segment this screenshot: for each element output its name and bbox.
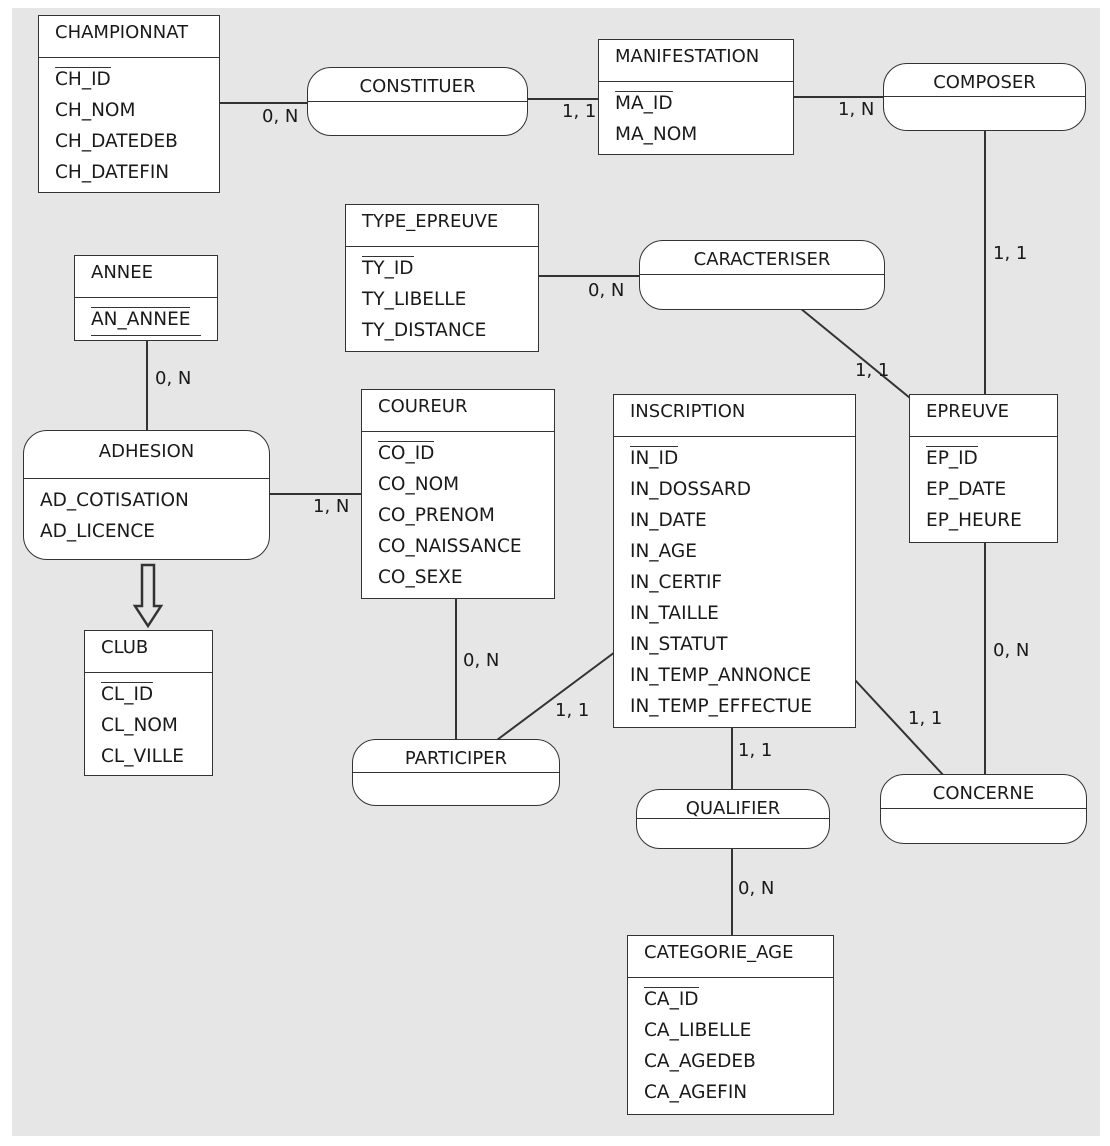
attribute: IN_CERTIF — [630, 572, 723, 593]
attribute-list: CH_ID CH_NOM CH_DATEDEB CH_DATEFIN — [39, 58, 219, 188]
entity-title: EPREUVE — [910, 395, 1057, 437]
entity-coureur[interactable]: COUREUR CO_ID CO_NOM CO_PRENOM CO_NAISSA… — [361, 389, 555, 599]
attribute: IN_TEMP_EFFECTUE — [630, 696, 813, 717]
attribute: CO_NOM — [378, 474, 460, 495]
entity-title: CATEGORIE_AGE — [628, 936, 833, 978]
attribute: IN_TAILLE — [630, 603, 719, 624]
relation-adhesion[interactable]: ADHESION AD_COTISATION AD_LICENCE — [23, 430, 270, 560]
link-inscription-participer — [496, 651, 616, 741]
diagram-canvas — [12, 8, 1100, 1136]
relation-caracteriser[interactable]: CARACTERISER — [639, 240, 885, 310]
entity-title: TYPE_EPREUVE — [346, 205, 538, 247]
attribute-primary-key: CO_ID — [378, 441, 435, 464]
relation-title: COMPOSER — [884, 64, 1085, 97]
cardinality-label: 1, N — [313, 496, 350, 517]
relation-composer[interactable]: COMPOSER — [883, 63, 1086, 131]
attribute-primary-key: MA_ID — [615, 91, 673, 114]
cardinality-label: 0, N — [155, 368, 192, 389]
relation-constituer[interactable]: CONSTITUER — [307, 67, 528, 136]
entity-epreuve[interactable]: EPREUVE EP_ID EP_DATE EP_HEURE — [909, 394, 1058, 543]
attribute: IN_STATUT — [630, 634, 728, 655]
entity-title: MANIFESTATION — [599, 40, 793, 82]
attribute-list: AD_COTISATION AD_LICENCE — [24, 479, 269, 547]
cardinality-label: 1, 1 — [908, 708, 943, 729]
cardinality-label: 0, N — [588, 280, 625, 301]
cardinality-label: 1, 1 — [562, 101, 597, 122]
attribute-primary-key: CH_ID — [55, 67, 111, 90]
attribute: MA_NOM — [615, 124, 698, 145]
attribute: AD_LICENCE — [40, 521, 155, 542]
attribute: IN_AGE — [630, 541, 697, 562]
relation-participer[interactable]: PARTICIPER — [352, 739, 560, 806]
cardinality-label: 1, 1 — [738, 740, 773, 761]
relation-title: QUALIFIER — [637, 790, 829, 819]
attribute: CL_VILLE — [101, 746, 184, 767]
attribute-primary-key: CL_ID — [101, 682, 154, 705]
cardinality-label: 1, 1 — [555, 700, 590, 721]
relation-title: CONCERNE — [881, 775, 1086, 809]
link-inscription-concerne — [854, 679, 946, 778]
link-caracteriser-epreuve — [799, 307, 911, 399]
relation-concerne[interactable]: CONCERNE — [880, 774, 1087, 844]
cardinality-label: 0, N — [262, 106, 299, 127]
attribute: EP_DATE — [926, 479, 1007, 500]
entity-club[interactable]: CLUB CL_ID CL_NOM CL_VILLE — [84, 630, 213, 776]
attribute-list: CL_ID CL_NOM CL_VILLE — [85, 673, 212, 772]
attribute: CL_NOM — [101, 715, 178, 736]
cardinality-label: 1, 1 — [855, 360, 890, 381]
attribute: TY_DISTANCE — [362, 320, 487, 341]
attribute: TY_LIBELLE — [362, 289, 467, 310]
cardinality-label: 0, N — [993, 640, 1030, 661]
entity-annee[interactable]: ANNEE AN_ANNEE — [74, 255, 218, 341]
entity-inscription[interactable]: INSCRIPTION IN_ID IN_DOSSARD IN_DATE IN_… — [613, 394, 856, 728]
attribute-primary-key: TY_ID — [362, 256, 414, 279]
attribute: CA_LIBELLE — [644, 1020, 752, 1041]
attribute: CH_NOM — [55, 100, 136, 121]
attribute: CH_DATEDEB — [55, 131, 178, 152]
attribute-primary-key: AN_ANNEE — [91, 304, 201, 336]
attribute-list: IN_ID IN_DOSSARD IN_DATE IN_AGE IN_CERTI… — [614, 437, 855, 722]
attribute-list: CO_ID CO_NOM CO_PRENOM CO_NAISSANCE CO_S… — [362, 432, 554, 593]
entity-title: COUREUR — [362, 390, 554, 432]
entity-categorie-age[interactable]: CATEGORIE_AGE CA_ID CA_LIBELLE CA_AGEDEB… — [627, 935, 834, 1115]
attribute: CA_AGEFIN — [644, 1082, 748, 1103]
attribute: CH_DATEFIN — [55, 162, 170, 183]
attribute: IN_DOSSARD — [630, 479, 751, 500]
attribute: IN_TEMP_ANNONCE — [630, 665, 812, 686]
entity-title: CHAMPIONNAT — [39, 16, 219, 58]
attribute-list: MA_ID MA_NOM — [599, 82, 793, 150]
relation-title: PARTICIPER — [353, 740, 559, 773]
entity-manifestation[interactable]: MANIFESTATION MA_ID MA_NOM — [598, 39, 794, 155]
relation-title: CONSTITUER — [308, 68, 527, 102]
attribute: AD_COTISATION — [40, 490, 189, 511]
attribute: CO_PRENOM — [378, 505, 495, 526]
attribute: CA_AGEDEB — [644, 1051, 756, 1072]
cardinality-label: 0, N — [738, 878, 775, 899]
cardinality-label: 1, N — [838, 99, 875, 120]
relation-title: CARACTERISER — [640, 241, 884, 275]
relation-qualifier[interactable]: QUALIFIER — [636, 789, 830, 849]
attribute-list: EP_ID EP_DATE EP_HEURE — [910, 437, 1057, 536]
attribute: EP_HEURE — [926, 510, 1022, 531]
relation-title: ADHESION — [24, 431, 269, 479]
cardinality-label: 0, N — [463, 650, 500, 671]
entity-title: ANNEE — [75, 256, 217, 298]
attribute-primary-key: IN_ID — [630, 446, 679, 469]
attribute-primary-key: CA_ID — [644, 987, 699, 1010]
entity-title: CLUB — [85, 631, 212, 673]
attribute: IN_DATE — [630, 510, 707, 531]
entity-championnat[interactable]: CHAMPIONNAT CH_ID CH_NOM CH_DATEDEB CH_D… — [38, 15, 220, 193]
entity-title: INSCRIPTION — [614, 395, 855, 437]
cardinality-label: 1, 1 — [993, 243, 1028, 264]
attribute-list: TY_ID TY_LIBELLE TY_DISTANCE — [346, 247, 538, 346]
attribute: CO_SEXE — [378, 567, 463, 588]
entity-type-epreuve[interactable]: TYPE_EPREUVE TY_ID TY_LIBELLE TY_DISTANC… — [345, 204, 539, 352]
adhesion-club-arrow — [132, 563, 164, 629]
attribute-primary-key: EP_ID — [926, 446, 978, 469]
attribute-list: AN_ANNEE — [75, 298, 217, 336]
attribute-list: CA_ID CA_LIBELLE CA_AGEDEB CA_AGEFIN — [628, 978, 833, 1108]
attribute: CO_NAISSANCE — [378, 536, 522, 557]
